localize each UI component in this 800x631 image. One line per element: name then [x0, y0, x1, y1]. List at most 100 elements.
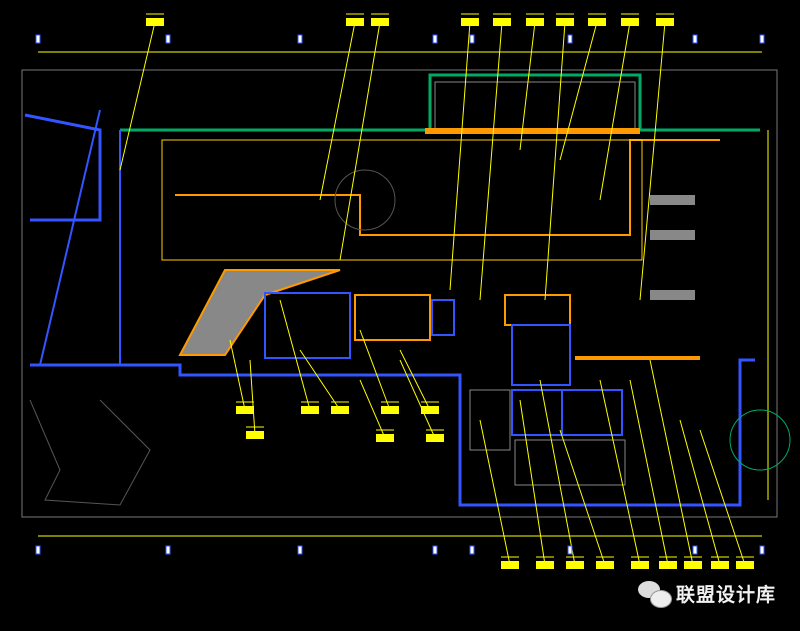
- room-g: [561, 389, 623, 436]
- watermark: 联盟设计库: [638, 580, 777, 608]
- leader-line: [449, 21, 471, 291]
- leader-line: [539, 379, 576, 566]
- grid-marker: [692, 545, 698, 555]
- room-a: [264, 292, 351, 359]
- leader-line: [649, 359, 694, 566]
- annotation-tag: [493, 18, 511, 26]
- leader-line: [359, 329, 391, 411]
- leader-line: [229, 339, 246, 411]
- grid-marker: [469, 34, 475, 44]
- grid-marker: [35, 34, 41, 44]
- annotation-tag: [146, 18, 164, 26]
- annotation-tag: [556, 18, 574, 26]
- annotation-tag: [536, 561, 554, 569]
- leader-line: [679, 419, 721, 566]
- annotation-tag: [596, 561, 614, 569]
- sofa-3: [650, 290, 695, 300]
- grid-marker: [165, 545, 171, 555]
- garden-circle: [729, 409, 791, 471]
- annotation-tag: [301, 406, 319, 414]
- watermark-text: 联盟设计库: [676, 584, 777, 606]
- grid-marker: [469, 545, 475, 555]
- annotation-tag: [376, 434, 394, 442]
- grid-marker: [759, 545, 765, 555]
- leader-line: [399, 359, 436, 439]
- grid-marker: [567, 545, 573, 555]
- annotation-tag: [461, 18, 479, 26]
- grid-marker: [297, 545, 303, 555]
- round-table: [334, 169, 396, 231]
- wechat-icon: [638, 580, 672, 608]
- annotation-tag: [381, 406, 399, 414]
- room-c: [431, 299, 455, 336]
- annotation-tag: [736, 561, 754, 569]
- annotation-tag: [588, 18, 606, 26]
- annotation-tag: [566, 561, 584, 569]
- drawing-border: [21, 69, 778, 518]
- leader-line: [699, 429, 746, 566]
- ceiling-line-orange: [175, 139, 720, 236]
- room-d: [504, 294, 571, 326]
- leader-line: [599, 379, 641, 566]
- annotation-tag: [371, 18, 389, 26]
- room-e: [511, 324, 571, 386]
- sofa-2: [650, 230, 695, 240]
- leader-line: [249, 359, 256, 436]
- landscape-outline: [29, 399, 151, 506]
- leader-line: [629, 379, 669, 566]
- entrance-ramp-wall: [24, 113, 102, 222]
- angled-wall: [39, 109, 101, 366]
- grid-marker: [432, 545, 438, 555]
- annotation-tag: [659, 561, 677, 569]
- leader-line: [279, 299, 311, 411]
- annotation-tag: [346, 18, 364, 26]
- grid-marker: [567, 34, 573, 44]
- leader-line: [544, 21, 566, 301]
- annotation-tag: [331, 406, 349, 414]
- leader-line: [359, 379, 386, 439]
- sofa-1: [650, 195, 695, 205]
- grid-marker: [432, 34, 438, 44]
- annotation-tag: [656, 18, 674, 26]
- leader-line: [339, 21, 381, 261]
- annotation-tag: [526, 18, 544, 26]
- grid-marker: [297, 34, 303, 44]
- leader-line: [519, 21, 536, 151]
- leader-line: [639, 21, 666, 301]
- annotation-tag: [426, 434, 444, 442]
- room-b: [354, 294, 431, 341]
- grid-markers: [35, 34, 765, 555]
- annotation-tag: [236, 406, 254, 414]
- annotation-tag: [621, 18, 639, 26]
- leader-line: [599, 21, 631, 201]
- exterior-wall-south: [30, 358, 755, 507]
- exterior-wall-north: [120, 73, 760, 132]
- office-area: [514, 439, 626, 486]
- annotation-tag: [501, 561, 519, 569]
- leader-line: [119, 21, 156, 171]
- north-counter: [425, 128, 640, 134]
- leader-line: [519, 399, 546, 566]
- annotation-tags: [146, 13, 754, 569]
- annotation-tag: [684, 561, 702, 569]
- grid-marker: [692, 34, 698, 44]
- leader-line: [319, 21, 356, 201]
- annotation-tag: [246, 431, 264, 439]
- grid-marker: [165, 34, 171, 44]
- leader-line: [479, 419, 511, 566]
- stair: [469, 389, 511, 451]
- grid-marker: [759, 34, 765, 44]
- leader-line: [479, 21, 503, 301]
- room-f: [511, 389, 563, 436]
- leader-line: [559, 21, 598, 161]
- annotation-tag: [421, 406, 439, 414]
- annotation-tag: [711, 561, 729, 569]
- leader-line: [399, 349, 431, 411]
- annotation-tag: [631, 561, 649, 569]
- leader-line: [559, 429, 606, 566]
- ceiling-zone: [161, 139, 643, 261]
- bar-counter: [178, 269, 341, 356]
- leader-lines: [119, 21, 746, 566]
